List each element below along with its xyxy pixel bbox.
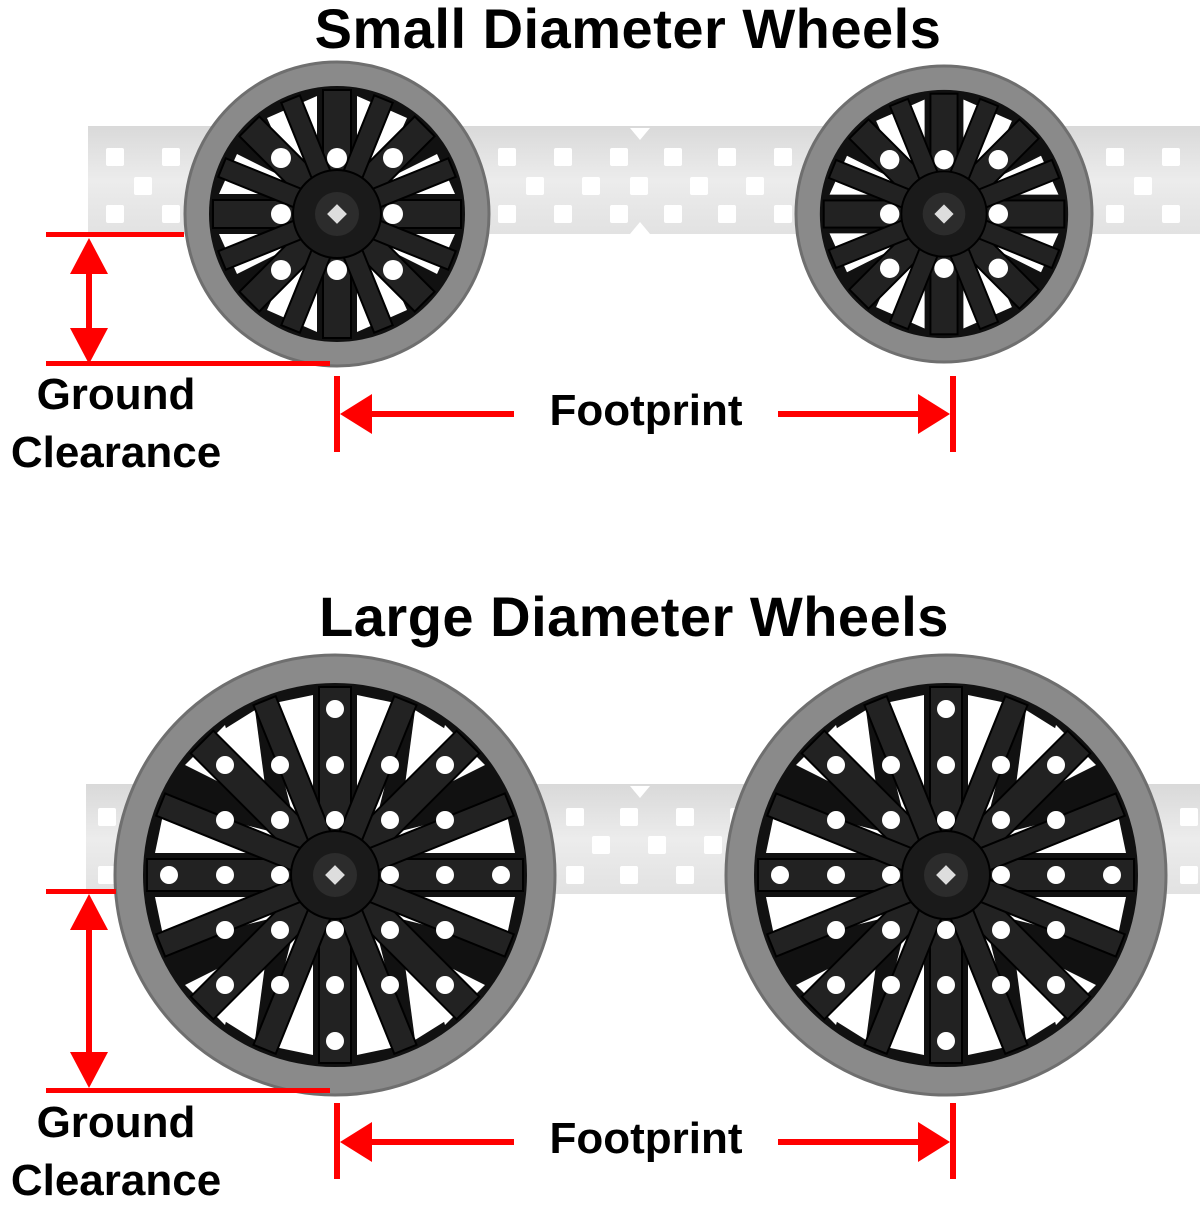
large-ground-clearance-dimension <box>46 889 330 1093</box>
small-footprint-label: Footprint <box>549 386 743 435</box>
small-ground-clearance-label: Ground Clearance <box>0 366 232 482</box>
small-wheels-title: Small Diameter Wheels <box>314 0 942 60</box>
clearance-word: Clearance <box>10 1156 222 1205</box>
large-footprint-label: Footprint <box>549 1114 743 1163</box>
ground-word: Ground <box>36 370 196 419</box>
large-ground-clearance-label: Ground Clearance <box>0 1094 232 1210</box>
small-footprint-dimension <box>334 376 956 452</box>
large-wheel-right <box>724 653 1168 1097</box>
large-wheels-title: Large Diameter Wheels <box>319 585 949 648</box>
ground-word: Ground <box>36 1098 196 1147</box>
large-wheel-left <box>113 653 557 1097</box>
small-ground-clearance-dimension <box>46 232 330 366</box>
small-wheel-left <box>183 60 491 368</box>
clearance-word: Clearance <box>10 428 222 477</box>
small-wheel-right <box>794 64 1094 364</box>
large-footprint-dimension <box>334 1103 956 1179</box>
